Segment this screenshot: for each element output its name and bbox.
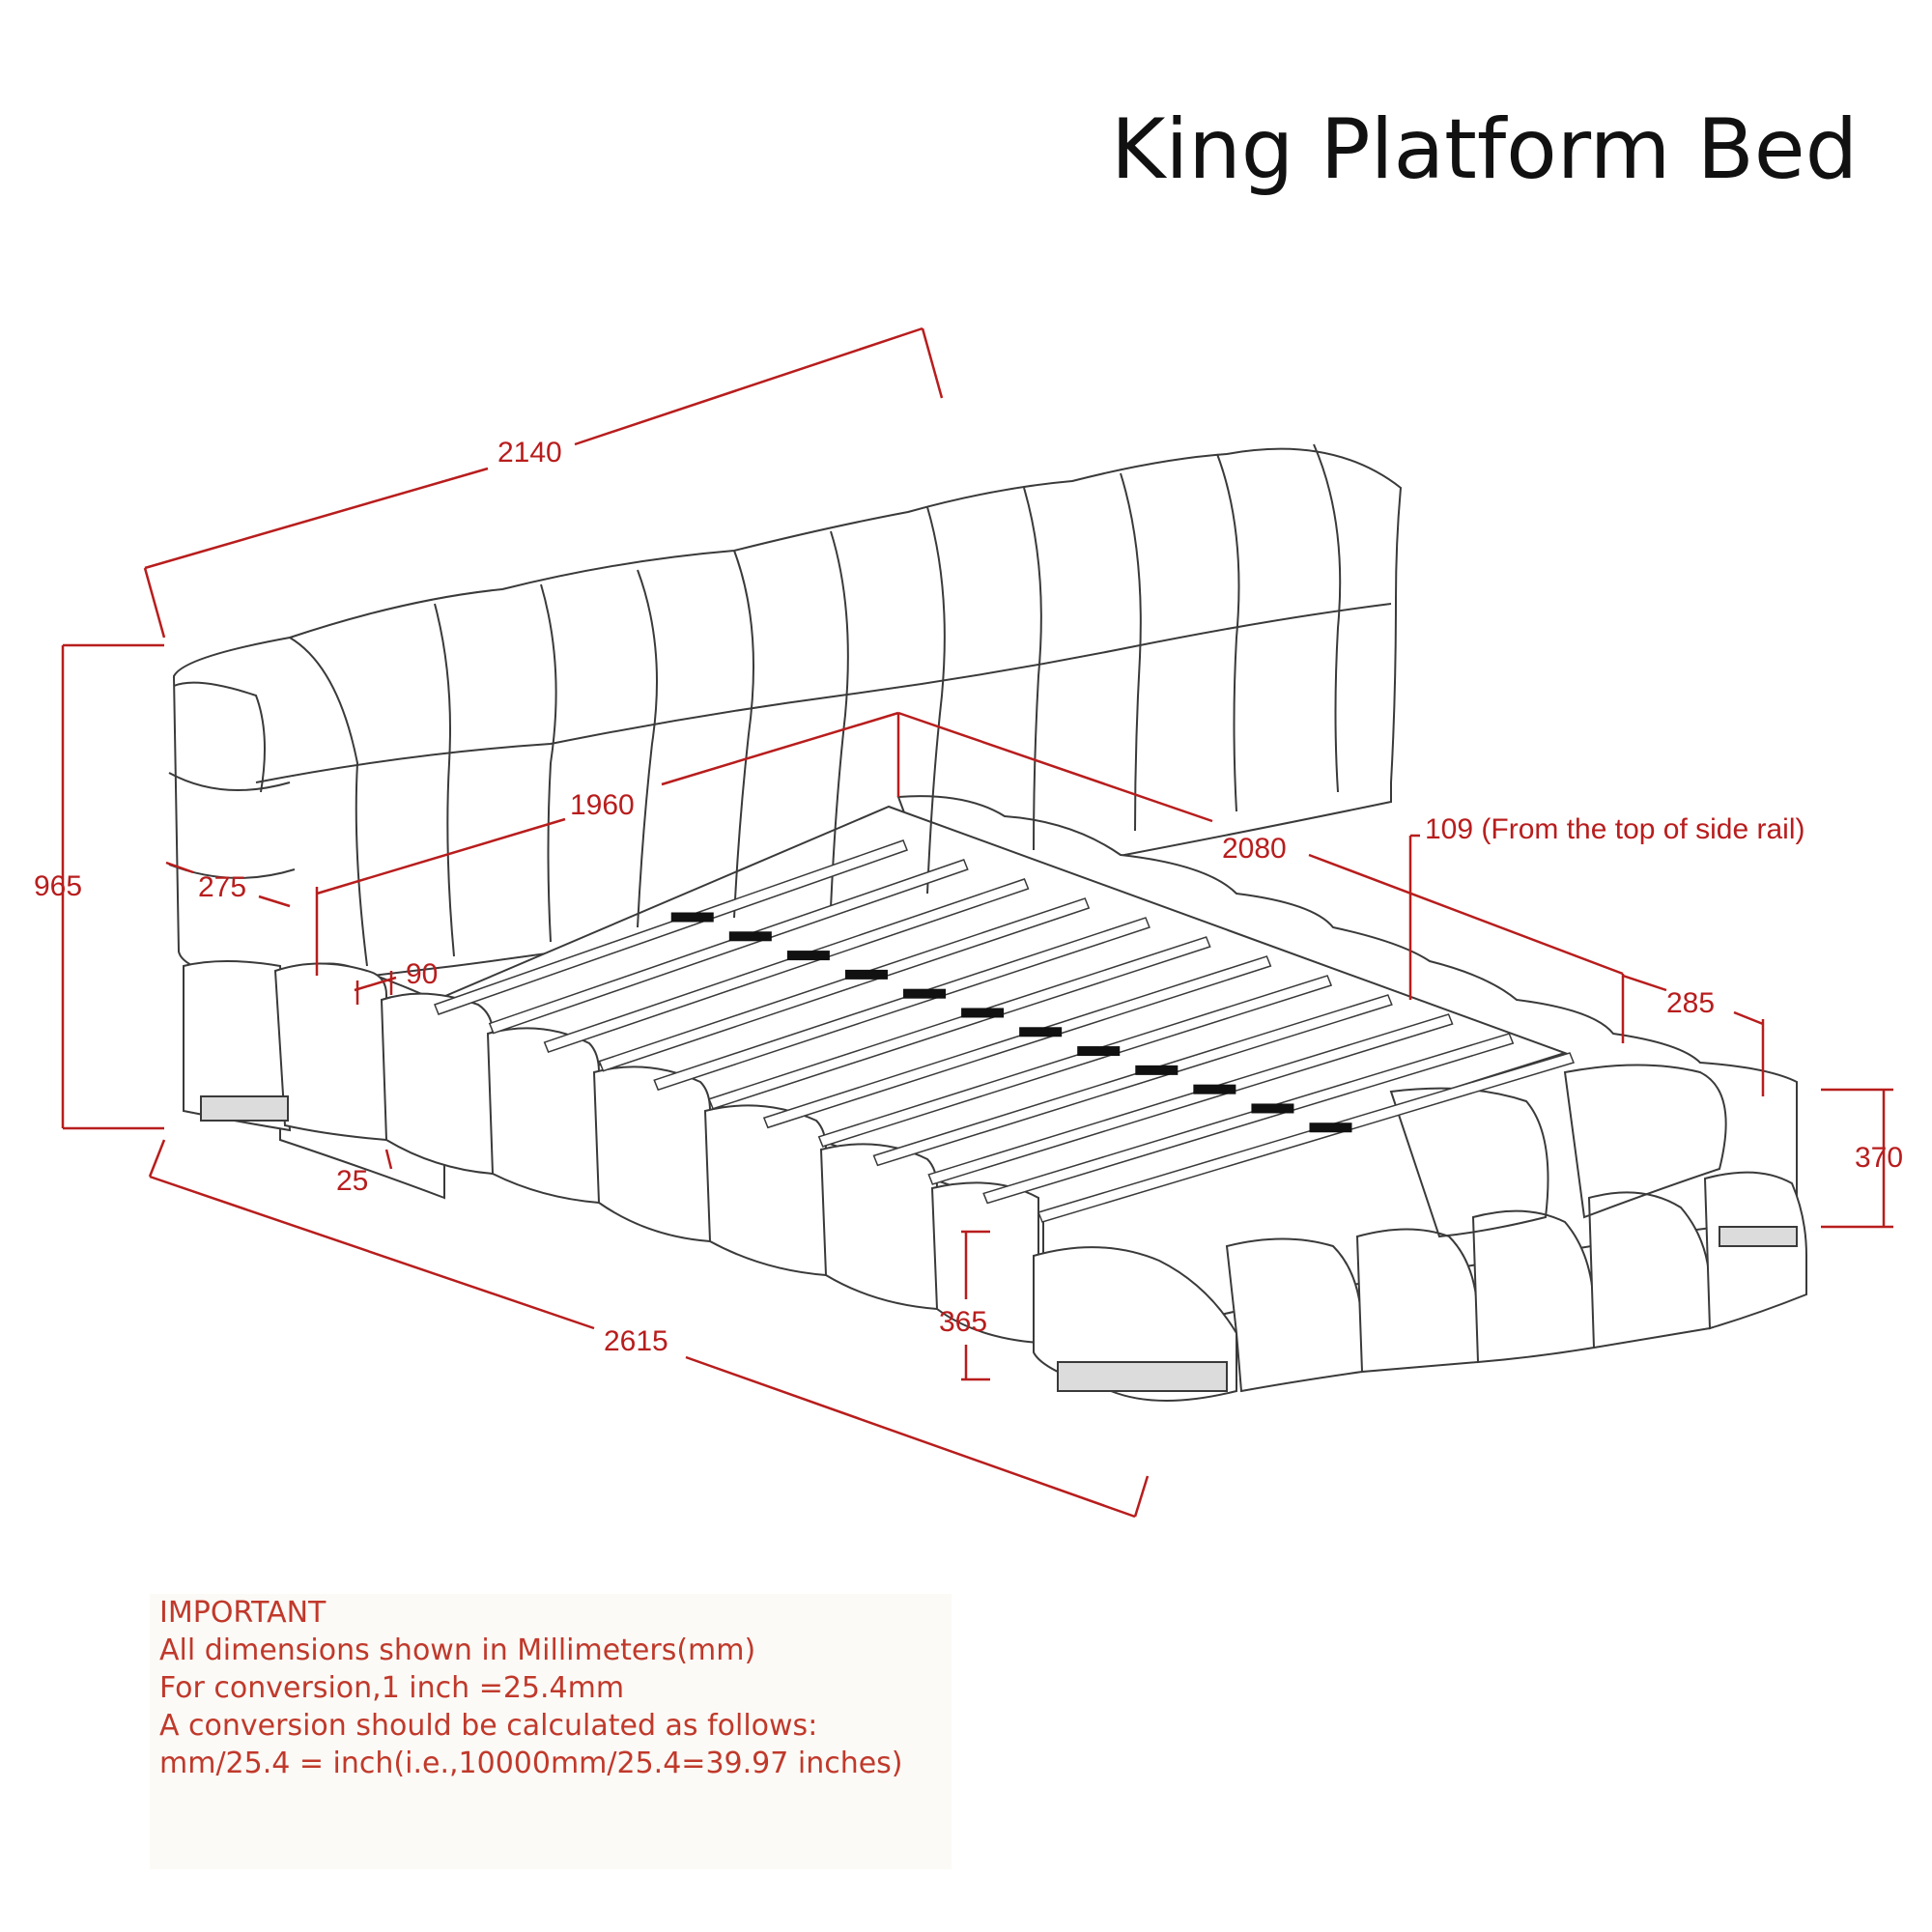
page-title: King Platform Bed bbox=[1111, 101, 1859, 198]
bed-slat bbox=[982, 1033, 1515, 1205]
bed-slat bbox=[872, 994, 1393, 1167]
dim-side-rail-width: 285 bbox=[1666, 987, 1715, 1019]
dim-overall-length: 2615 bbox=[604, 1325, 668, 1357]
slat-strap bbox=[1135, 1065, 1179, 1075]
slat-strap bbox=[1309, 1122, 1352, 1133]
dim-side-height: 370 bbox=[1855, 1142, 1903, 1174]
dim-footboard-height: 365 bbox=[939, 1306, 987, 1338]
dim-headboard-depth: 275 bbox=[198, 871, 246, 903]
slat-strap bbox=[844, 969, 888, 980]
dim-leg-clearance: 25 bbox=[336, 1165, 368, 1197]
bed-slat bbox=[488, 859, 969, 1035]
slat-strap bbox=[903, 988, 947, 999]
slat-strap bbox=[1019, 1027, 1063, 1037]
bed-slat bbox=[653, 917, 1151, 1092]
slat-strap bbox=[961, 1008, 1005, 1018]
dim-rail-thickness: 90 bbox=[406, 958, 438, 990]
bed-slat bbox=[598, 897, 1091, 1072]
slat-group bbox=[434, 839, 1576, 1223]
slat-strap bbox=[670, 912, 714, 923]
bed-slat bbox=[434, 839, 908, 1015]
note-heading: IMPORTANT bbox=[159, 1596, 327, 1630]
bed-slat bbox=[543, 878, 1030, 1054]
bed-outline bbox=[168, 443, 1807, 1402]
bed-slat bbox=[1037, 1052, 1576, 1223]
bed-slat bbox=[762, 955, 1272, 1129]
slat-strap bbox=[728, 931, 772, 942]
slat-strap bbox=[1077, 1046, 1121, 1057]
bed-slat bbox=[708, 936, 1211, 1110]
bed-slat bbox=[927, 1013, 1454, 1185]
important-note: IMPORTANT All dimensions shown in Millim… bbox=[150, 1594, 952, 1869]
slat-strap bbox=[786, 951, 830, 961]
slat-strap bbox=[1251, 1103, 1294, 1114]
dimension-lines bbox=[61, 327, 1893, 1519]
dim-overall-width: 2140 bbox=[497, 437, 562, 469]
dim-inner-length: 2080 bbox=[1222, 833, 1287, 865]
bed-slat bbox=[817, 975, 1333, 1148]
slat-strap bbox=[1193, 1084, 1236, 1094]
note-line: All dimensions shown in Millimeters(mm) bbox=[159, 1634, 756, 1667]
note-line: mm/25.4 = inch(i.e.,10000mm/25.4=39.97 i… bbox=[159, 1747, 903, 1780]
note-line: For conversion,1 inch =25.4mm bbox=[159, 1671, 625, 1705]
dim-inner-width: 1960 bbox=[570, 789, 635, 821]
dim-slat-depth: 109 (From the top of side rail) bbox=[1425, 813, 1805, 845]
note-line: A conversion should be calculated as fol… bbox=[159, 1709, 818, 1743]
dim-overall-height: 965 bbox=[34, 870, 82, 902]
